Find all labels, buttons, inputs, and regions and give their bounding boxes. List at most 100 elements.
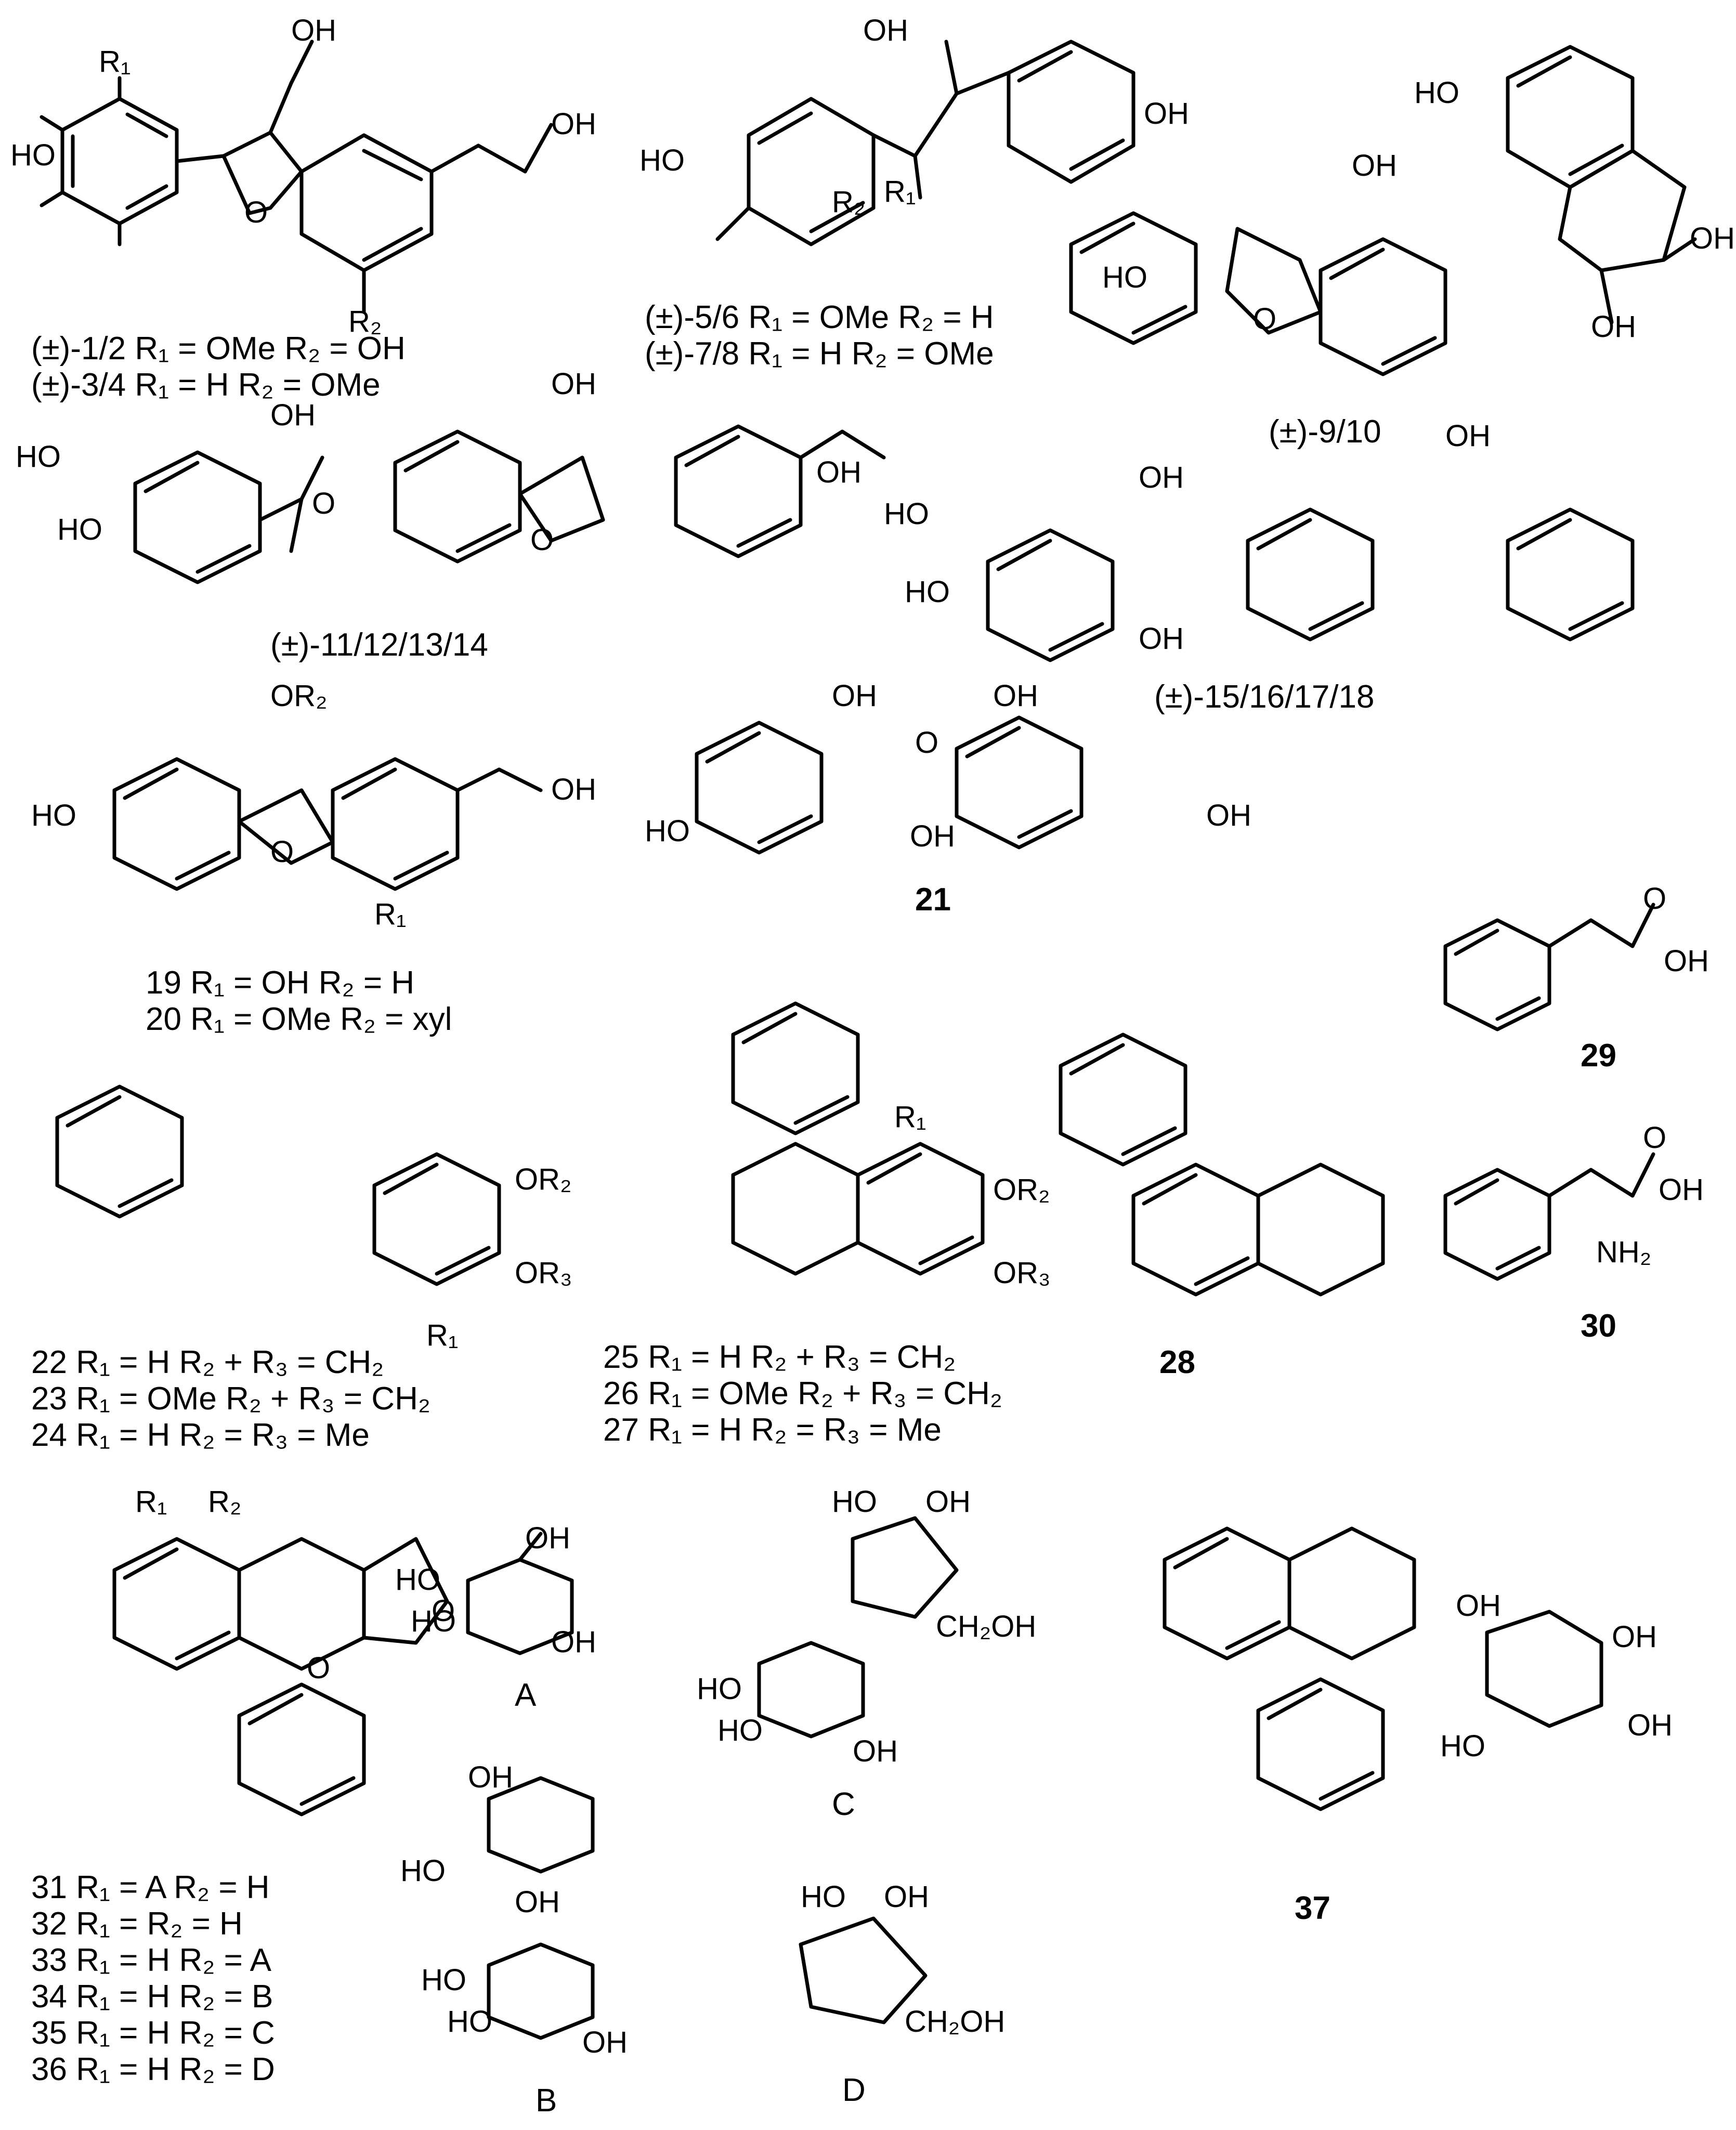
atom-ho: HO bbox=[884, 497, 929, 531]
label-compound-24: 24 R₁ = H R₂ = R₃ = Me bbox=[31, 1417, 370, 1453]
atom-oh: OH bbox=[863, 14, 908, 47]
atom-oh: OH bbox=[1659, 1173, 1704, 1207]
atom-oh: OH bbox=[1144, 97, 1189, 130]
atom-o: O bbox=[432, 1594, 455, 1628]
label-sugar-b: B bbox=[536, 2083, 557, 2119]
atom-o: O bbox=[1643, 1121, 1667, 1155]
atom-ho: HO bbox=[411, 1604, 456, 1638]
atom-r1: R₁ bbox=[894, 1100, 926, 1134]
atom-o: O bbox=[915, 726, 939, 760]
sugar-c-structure bbox=[757, 1516, 959, 1739]
label-compound-28: 28 bbox=[1159, 1344, 1195, 1380]
structure-19-20 bbox=[112, 757, 543, 891]
label-compound-33: 33 R₁ = H R₂ = A bbox=[31, 1942, 271, 1978]
atom-or2: OR₂ bbox=[993, 1173, 1050, 1207]
structure-31-36 bbox=[112, 1537, 449, 1817]
label-compounds-9-10: (±)-9/10 bbox=[1269, 414, 1381, 450]
atom-oh: OH bbox=[291, 14, 336, 47]
atom-ho: HO bbox=[400, 1854, 446, 1888]
atom-oh: OH bbox=[1591, 310, 1636, 344]
sugar-a-structure bbox=[466, 1532, 574, 1655]
label-compound-20: 20 R₁ = OMe R₂ = xyl bbox=[146, 1001, 452, 1037]
atom-ch2oh: CH₂OH bbox=[936, 1610, 1037, 1643]
atom-ho: HO bbox=[645, 814, 690, 848]
atom-ho: HO bbox=[1440, 1729, 1485, 1763]
atom-oh: OH bbox=[551, 1625, 596, 1659]
atom-oh: OH bbox=[993, 679, 1038, 713]
atom-oh: OH bbox=[1139, 461, 1184, 494]
atom-oh: OH bbox=[1206, 799, 1251, 832]
atom-o: O bbox=[307, 1651, 331, 1685]
atom-r2: R₂ bbox=[832, 185, 866, 219]
atom-ho: HO bbox=[905, 575, 950, 609]
sugar-d-structure bbox=[799, 1916, 928, 2024]
structure-1-4 bbox=[40, 40, 553, 314]
atom-oh: OH bbox=[1445, 419, 1491, 453]
atom-o: O bbox=[1253, 302, 1277, 336]
structure-15-18 bbox=[986, 507, 1635, 662]
atom-o: O bbox=[530, 523, 554, 557]
atom-ho: HO bbox=[1414, 76, 1459, 110]
atom-oh: OH bbox=[1612, 1620, 1657, 1654]
label-compound-36: 36 R₁ = H R₂ = D bbox=[31, 2051, 275, 2087]
atom-ho: HO bbox=[10, 138, 56, 172]
label-compounds-15-18: (±)-15/16/17/18 bbox=[1154, 679, 1375, 715]
label-compound-25: 25 R₁ = H R₂ + R₃ = CH₂ bbox=[603, 1339, 956, 1375]
structure-11-14 bbox=[133, 424, 886, 584]
structure-25-27 bbox=[731, 1001, 985, 1276]
atom-nh2: NH₂ bbox=[1596, 1235, 1652, 1269]
atom-o: O bbox=[312, 487, 336, 520]
atom-ho: HO bbox=[16, 440, 61, 474]
label-compound-37: 37 bbox=[1295, 1890, 1330, 1926]
atom-o: O bbox=[270, 835, 294, 869]
atom-ho: HO bbox=[639, 143, 685, 177]
atom-o: O bbox=[1643, 882, 1667, 916]
label-compound-34: 34 R₁ = H R₂ = B bbox=[31, 1979, 273, 2015]
label-compound-30: 30 bbox=[1581, 1308, 1616, 1344]
atom-r1: R₁ bbox=[884, 175, 916, 208]
label-compound-21: 21 bbox=[915, 882, 951, 918]
atom-o: O bbox=[244, 195, 268, 229]
atom-ho: HO bbox=[1102, 260, 1147, 294]
atom-ho: HO bbox=[421, 1963, 466, 1997]
label-compound-19: 19 R₁ = OH R₂ = H bbox=[146, 965, 415, 1001]
atom-oh: OH bbox=[1664, 944, 1709, 978]
label-sugar-d: D bbox=[842, 2072, 866, 2108]
label-compound-29: 29 bbox=[1581, 1038, 1616, 1074]
atom-or3: OR₃ bbox=[993, 1256, 1051, 1290]
atom-oh: OH bbox=[1352, 149, 1397, 182]
label-compounds-11-14: (±)-11/12/13/14 bbox=[270, 627, 488, 663]
structure-5-8 bbox=[715, 40, 1135, 246]
atom-oh: OH bbox=[1456, 1589, 1501, 1623]
structure-9-10 bbox=[1069, 45, 1697, 376]
label-compound-26: 26 R₁ = OMe R₂ + R₃ = CH₂ bbox=[603, 1376, 1002, 1412]
atom-oh: OH bbox=[468, 1760, 513, 1794]
atom-or3: OR₃ bbox=[515, 1256, 572, 1290]
atom-r2: R₂ bbox=[208, 1485, 242, 1519]
atom-ho: HO bbox=[832, 1485, 877, 1519]
structure-22-24 bbox=[55, 1084, 501, 1286]
structure-30 bbox=[1443, 1152, 1655, 1281]
atom-oh: OH bbox=[853, 1734, 898, 1768]
label-compound-22: 22 R₁ = H R₂ + R₃ = CH₂ bbox=[31, 1344, 384, 1380]
label-compound-32: 32 R₁ = R₂ = H bbox=[31, 1906, 243, 1942]
atom-oh: OH bbox=[270, 398, 316, 432]
atom-ho: HO bbox=[717, 1714, 763, 1747]
atom-oh: OH bbox=[1690, 221, 1735, 255]
atom-oh: OH bbox=[551, 367, 596, 401]
atom-ho: HO bbox=[447, 2005, 492, 2038]
atom-ho: HO bbox=[57, 513, 102, 546]
structure-37 bbox=[1163, 1526, 1603, 1811]
label-compounds-5-6: (±)-5/6 R₁ = OMe R₂ = H bbox=[645, 299, 994, 335]
structure-21 bbox=[695, 715, 1084, 855]
atom-r1: R₁ bbox=[426, 1318, 459, 1352]
atom-r2: R₂ bbox=[348, 305, 382, 338]
atom-r1: R₁ bbox=[99, 45, 131, 79]
structure-28 bbox=[1059, 1033, 1385, 1297]
atom-ho: HO bbox=[801, 1880, 846, 1914]
label-compound-31: 31 R₁ = A R₂ = H bbox=[31, 1870, 270, 1905]
atom-oh: OH bbox=[816, 455, 862, 489]
atom-ho: HO bbox=[31, 799, 76, 832]
